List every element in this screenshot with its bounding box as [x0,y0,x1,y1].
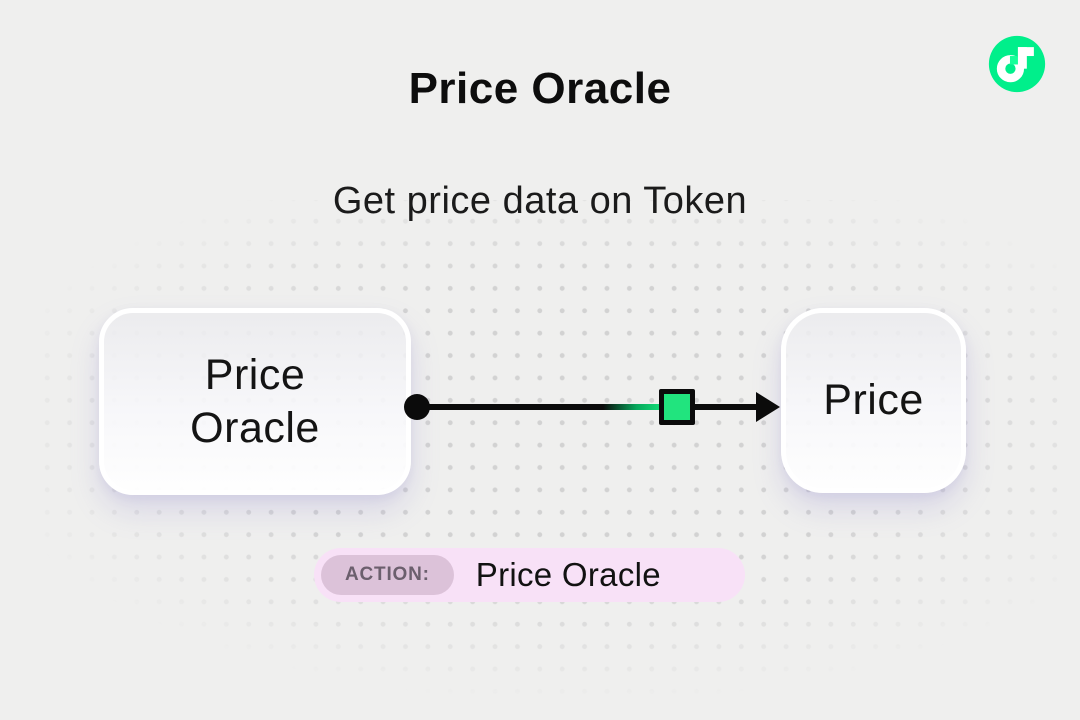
edge-line [417,404,603,410]
action-label: Price Oracle [475,556,661,593]
node-price[interactable]: Price [781,308,966,493]
action-badge: ACTION: [321,555,454,595]
edge-line [695,404,758,410]
page-subtitle: Get price data on Token [332,180,748,222]
node-price-oracle[interactable]: Price Oracle [99,308,411,495]
edge-marker-square [659,389,695,425]
page-title: Price Oracle [408,64,672,113]
edge-line-green-fade [603,404,659,410]
action-pill: ACTION: Price Oracle [314,548,745,602]
node-label: Price [823,376,924,425]
flow-logo [987,34,1047,94]
flow-logo-icon [988,35,1046,93]
node-label: Price Oracle [190,351,320,452]
edge-arrowhead-icon [756,392,780,422]
